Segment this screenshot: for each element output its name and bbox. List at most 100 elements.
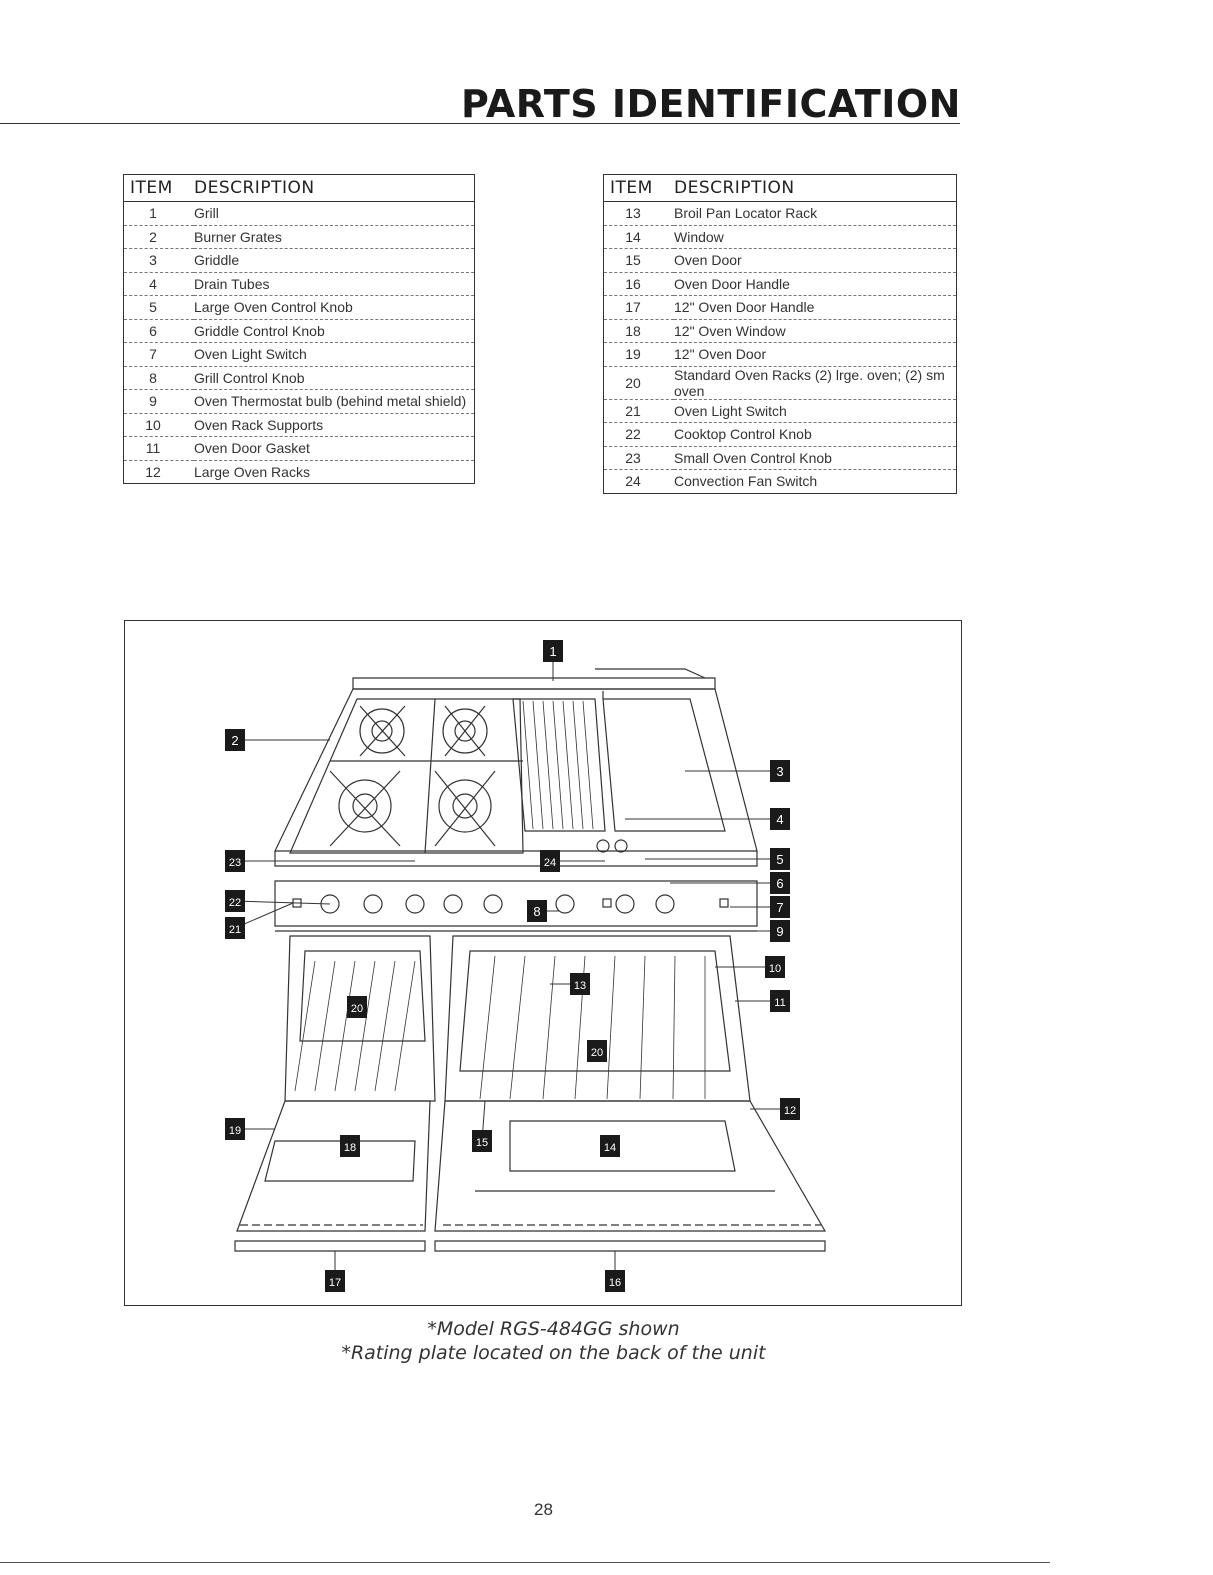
item-description: Cooktop Control Knob <box>674 422 957 447</box>
callout-box <box>600 1135 620 1157</box>
item-description: Standard Oven Racks (2) lrge. oven; (2) … <box>674 366 957 400</box>
item-description: Convection Fan Switch <box>674 473 818 490</box>
item-description: Large Oven Control Knob <box>194 295 475 320</box>
callout-box <box>543 640 563 662</box>
item-description: 12" Oven Door Handle <box>674 295 957 320</box>
callout-badge: 16 <box>605 1270 625 1292</box>
item-description: Burner Grates <box>194 225 475 249</box>
item-description: Oven Light Switch <box>194 342 475 367</box>
item-description: Oven Light Switch <box>674 399 957 423</box>
item-description: Broil Pan Locator Rack <box>674 201 957 226</box>
callout-number: 21 <box>229 924 241 936</box>
item-description: Drain Tubes <box>194 272 475 296</box>
item-description: Oven Door Gasket <box>194 436 475 461</box>
callout-badge: 23 <box>225 850 245 872</box>
callout-badge: 10 <box>765 956 785 978</box>
callout-number: 9 <box>776 924 783 939</box>
item-number: 21 <box>603 399 674 423</box>
item-number: 3 <box>123 248 194 273</box>
callout-number: 10 <box>769 963 781 975</box>
item-description: Griddle <box>194 248 475 273</box>
callout-box <box>587 1040 607 1062</box>
header-description: DESCRIPTION <box>674 178 795 198</box>
callout-box <box>770 848 790 870</box>
item-number: 15 <box>603 248 674 273</box>
item-description: Grill Control Knob <box>194 366 475 390</box>
item-description: Oven Rack Supports <box>194 413 475 437</box>
callout-box <box>765 956 785 978</box>
callout-badge: 19 <box>225 1118 245 1140</box>
item-number: 1 <box>123 201 194 226</box>
callout-number: 4 <box>776 812 783 827</box>
callout-box <box>340 1135 360 1157</box>
footer-divider <box>0 1562 1050 1563</box>
callout-badge: 6 <box>770 872 790 894</box>
callout-box <box>770 896 790 918</box>
header-description: DESCRIPTION <box>194 178 315 198</box>
callout-box <box>347 996 367 1018</box>
title-divider <box>0 123 960 124</box>
callout-box <box>325 1270 345 1292</box>
item-description: Large Oven Racks <box>194 463 310 480</box>
item-number: 18 <box>603 319 674 343</box>
callout-box <box>225 890 245 912</box>
callout-badge: 7 <box>770 896 790 918</box>
callout-box <box>605 1270 625 1292</box>
callout-box <box>770 990 790 1012</box>
callout-box <box>472 1130 492 1152</box>
callout-number: 3 <box>776 764 783 779</box>
item-number: 9 <box>123 389 194 414</box>
callout-number: 13 <box>574 980 586 992</box>
callout-badge: 18 <box>340 1135 360 1157</box>
callout-badge: 4 <box>770 808 790 830</box>
item-number: 17 <box>603 295 674 320</box>
callout-badge: 21 <box>225 917 245 939</box>
callout-number: 24 <box>544 857 556 869</box>
rating-plate-caption: *Rating plate located on the back of the… <box>341 1342 766 1364</box>
callout-badge: 1 <box>543 640 563 662</box>
item-number: 6 <box>123 319 194 343</box>
callout-number: 22 <box>229 897 241 909</box>
callout-number: 2 <box>231 733 238 748</box>
item-number: 23 <box>603 446 674 470</box>
range-illustration <box>234 668 827 1252</box>
item-number: 2 <box>123 225 194 249</box>
callout-box <box>770 808 790 830</box>
item-number: 4 <box>123 272 194 296</box>
item-number: 19 <box>603 342 674 367</box>
item-number: 5 <box>123 295 194 320</box>
callout-badge: 13 <box>570 973 590 995</box>
page-number: 28 <box>534 1500 553 1519</box>
callout-badge: 20 <box>347 996 367 1018</box>
item-number: 13 <box>603 201 674 226</box>
callout-badge: 15 <box>472 1130 492 1152</box>
callout-box <box>780 1098 800 1120</box>
item-number: 7 <box>123 342 194 367</box>
item-description: 12" Oven Door <box>674 342 957 367</box>
callout-badge: 3 <box>770 760 790 782</box>
callout-number: 19 <box>229 1125 241 1137</box>
callout-box <box>225 850 245 872</box>
callout-number: 15 <box>476 1137 488 1149</box>
callout-badge: 12 <box>780 1098 800 1120</box>
